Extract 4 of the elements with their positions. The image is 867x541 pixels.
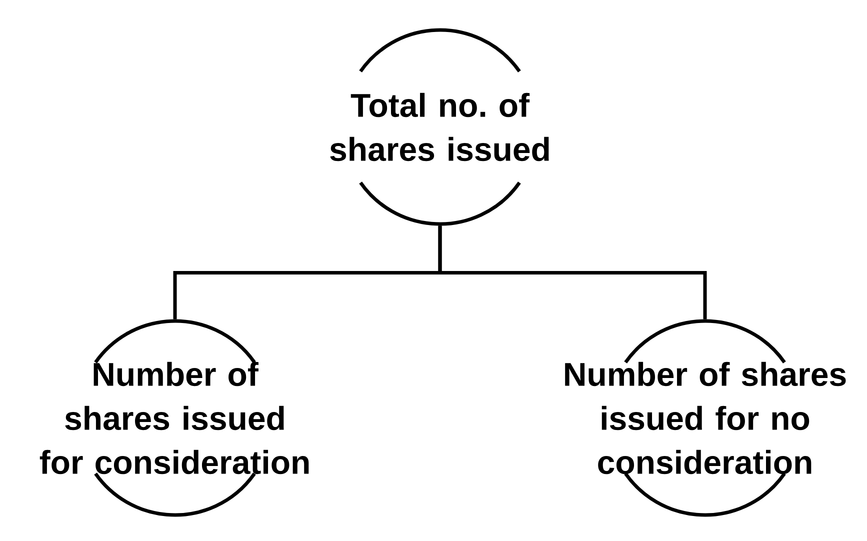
broken-circle-node: Total no. of shares issued	[330, 28, 549, 226]
connector-line	[438, 226, 707, 320]
broken-circle-node: Number of shares issued for no consideration	[565, 319, 846, 517]
broken-circle-node: Number of shares issued for consideration	[40, 319, 309, 517]
